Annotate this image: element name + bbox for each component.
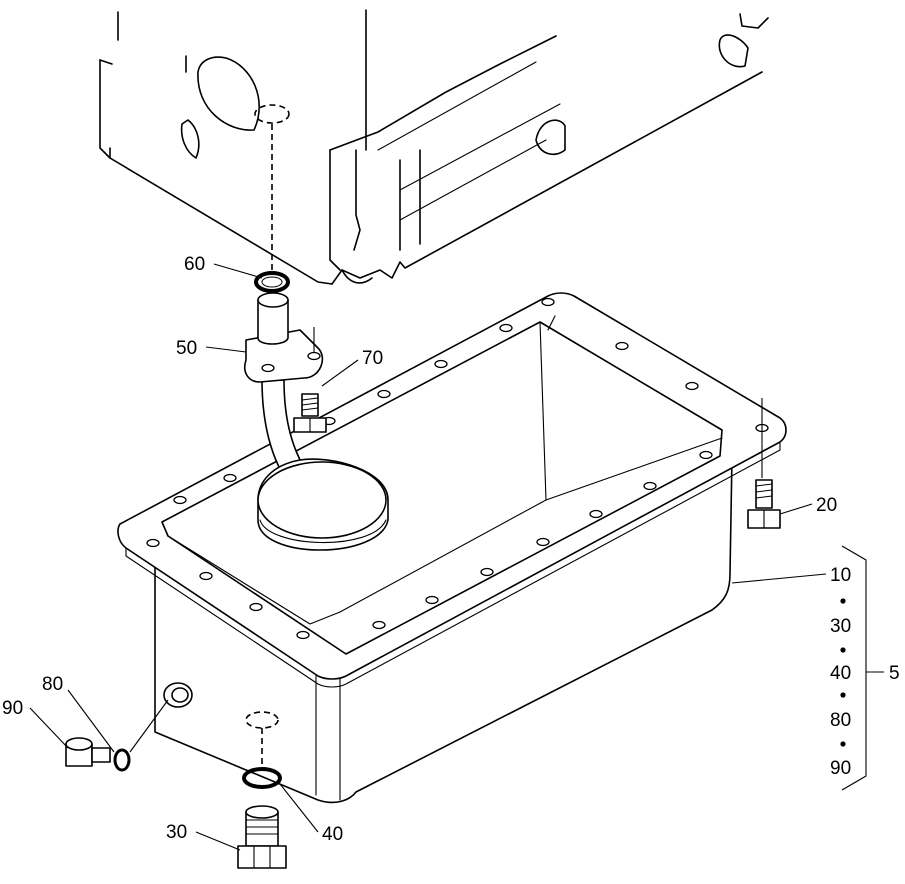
label-kit-90: 90 bbox=[830, 758, 851, 779]
o-ring-60 bbox=[254, 271, 290, 293]
label-5: 5 bbox=[889, 663, 900, 684]
bottom-drain-fitting bbox=[245, 711, 279, 770]
leader-lines bbox=[29, 263, 884, 851]
kit-separator-dot bbox=[840, 692, 846, 698]
label-20: 20 bbox=[816, 495, 837, 516]
label-kit-40: 40 bbox=[830, 663, 851, 684]
label-60: 60 bbox=[184, 254, 205, 275]
label-40: 40 bbox=[322, 824, 343, 845]
side-drain-boss bbox=[163, 682, 193, 708]
label-kit-80: 80 bbox=[830, 710, 851, 731]
engine-block bbox=[99, 9, 769, 285]
kit-bracket bbox=[841, 545, 867, 791]
bolt-20 bbox=[747, 398, 781, 529]
label-kit-30: 30 bbox=[830, 616, 851, 637]
label-70: 70 bbox=[362, 348, 383, 369]
label-90: 90 bbox=[2, 698, 23, 719]
label-kit-10: 10 bbox=[830, 565, 851, 586]
plug-30 bbox=[237, 805, 287, 869]
label-30: 30 bbox=[166, 822, 187, 843]
label-80: 80 bbox=[42, 674, 63, 695]
bolt-70 bbox=[293, 393, 327, 433]
flange-holes bbox=[146, 297, 769, 640]
label-50: 50 bbox=[176, 338, 197, 359]
plug-side-guide bbox=[129, 699, 169, 753]
drain-plug-90 bbox=[65, 737, 111, 767]
oil-pan bbox=[117, 292, 787, 804]
washer-80 bbox=[113, 748, 131, 772]
kit-separator-dot bbox=[840, 647, 846, 653]
kit-separator-dot bbox=[840, 598, 846, 604]
washer-40 bbox=[242, 767, 282, 789]
oil-pickup-tube-50 bbox=[244, 292, 389, 551]
kit-separator-dot bbox=[840, 741, 846, 747]
